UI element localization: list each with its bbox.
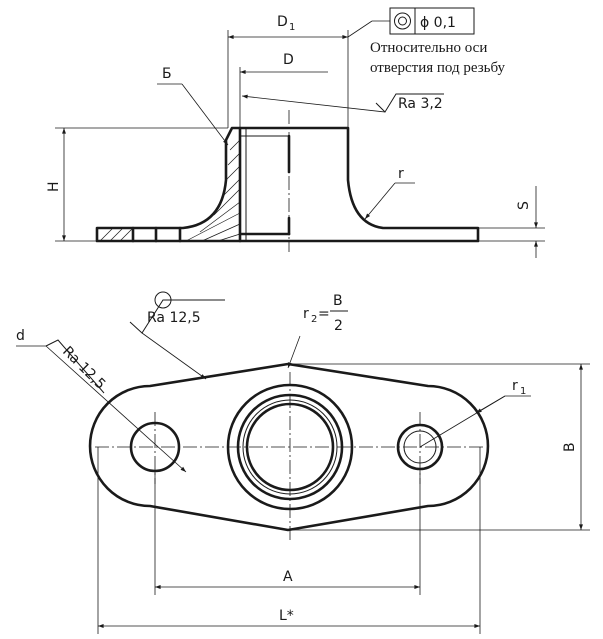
section-outline (95, 126, 480, 243)
roughness-general-symbol: Ra 12,5 (129, 291, 225, 380)
r2-denominator: 2 (334, 318, 343, 334)
dim-s-label: S (516, 201, 532, 210)
radius-r-label: r (398, 166, 404, 182)
dim-d1-sub: 1 (289, 22, 295, 33)
r2-label: r (303, 306, 309, 322)
roughness-bore-symbol: Ra 3,2 (241, 93, 444, 113)
r1-annotation: r 1 (419, 378, 531, 448)
section-label: Б (162, 66, 172, 82)
tolerance-frame: ϕ 0,1 (347, 7, 475, 38)
roughness-hole-value: Ra 12,5 (59, 344, 108, 393)
section-view: D 1 D ϕ 0,1 Относительно оси отверстия п… (46, 7, 545, 258)
dim-d-label: D (283, 52, 294, 68)
hole-d-leader: d Ra 12,5 (16, 328, 187, 473)
dim-a-label: A (283, 569, 293, 585)
r1-label: r (512, 378, 518, 394)
r2-annotation: r 2 = B 2 (287, 293, 348, 369)
hatch-left-flange (96, 227, 134, 242)
hatch-wall (185, 139, 241, 242)
r2-sub: 2 (311, 314, 317, 325)
r2-numerator: B (333, 293, 343, 309)
dim-b-label: B (562, 442, 578, 452)
plan-view: Ra 12,5 d Ra 12,5 r 2 = B 2 r 1 (16, 291, 590, 634)
dim-d1-label: D (277, 14, 288, 30)
flange-outline (88, 362, 490, 532)
dim-h-label: H (46, 181, 62, 192)
roughness-bore-value: Ra 3,2 (398, 96, 443, 112)
tolerance-value: ϕ 0,1 (420, 15, 456, 31)
r1-sub: 1 (520, 386, 526, 397)
r2-eq: = (318, 306, 330, 322)
tolerance-note-line1: Относительно оси (370, 40, 487, 56)
roughness-general-value: Ra 12,5 (147, 310, 201, 326)
hole-d-label: d (16, 328, 25, 344)
tolerance-note-line2: отверстия под резьбу (370, 60, 506, 76)
dim-l-label: L* (279, 608, 294, 624)
